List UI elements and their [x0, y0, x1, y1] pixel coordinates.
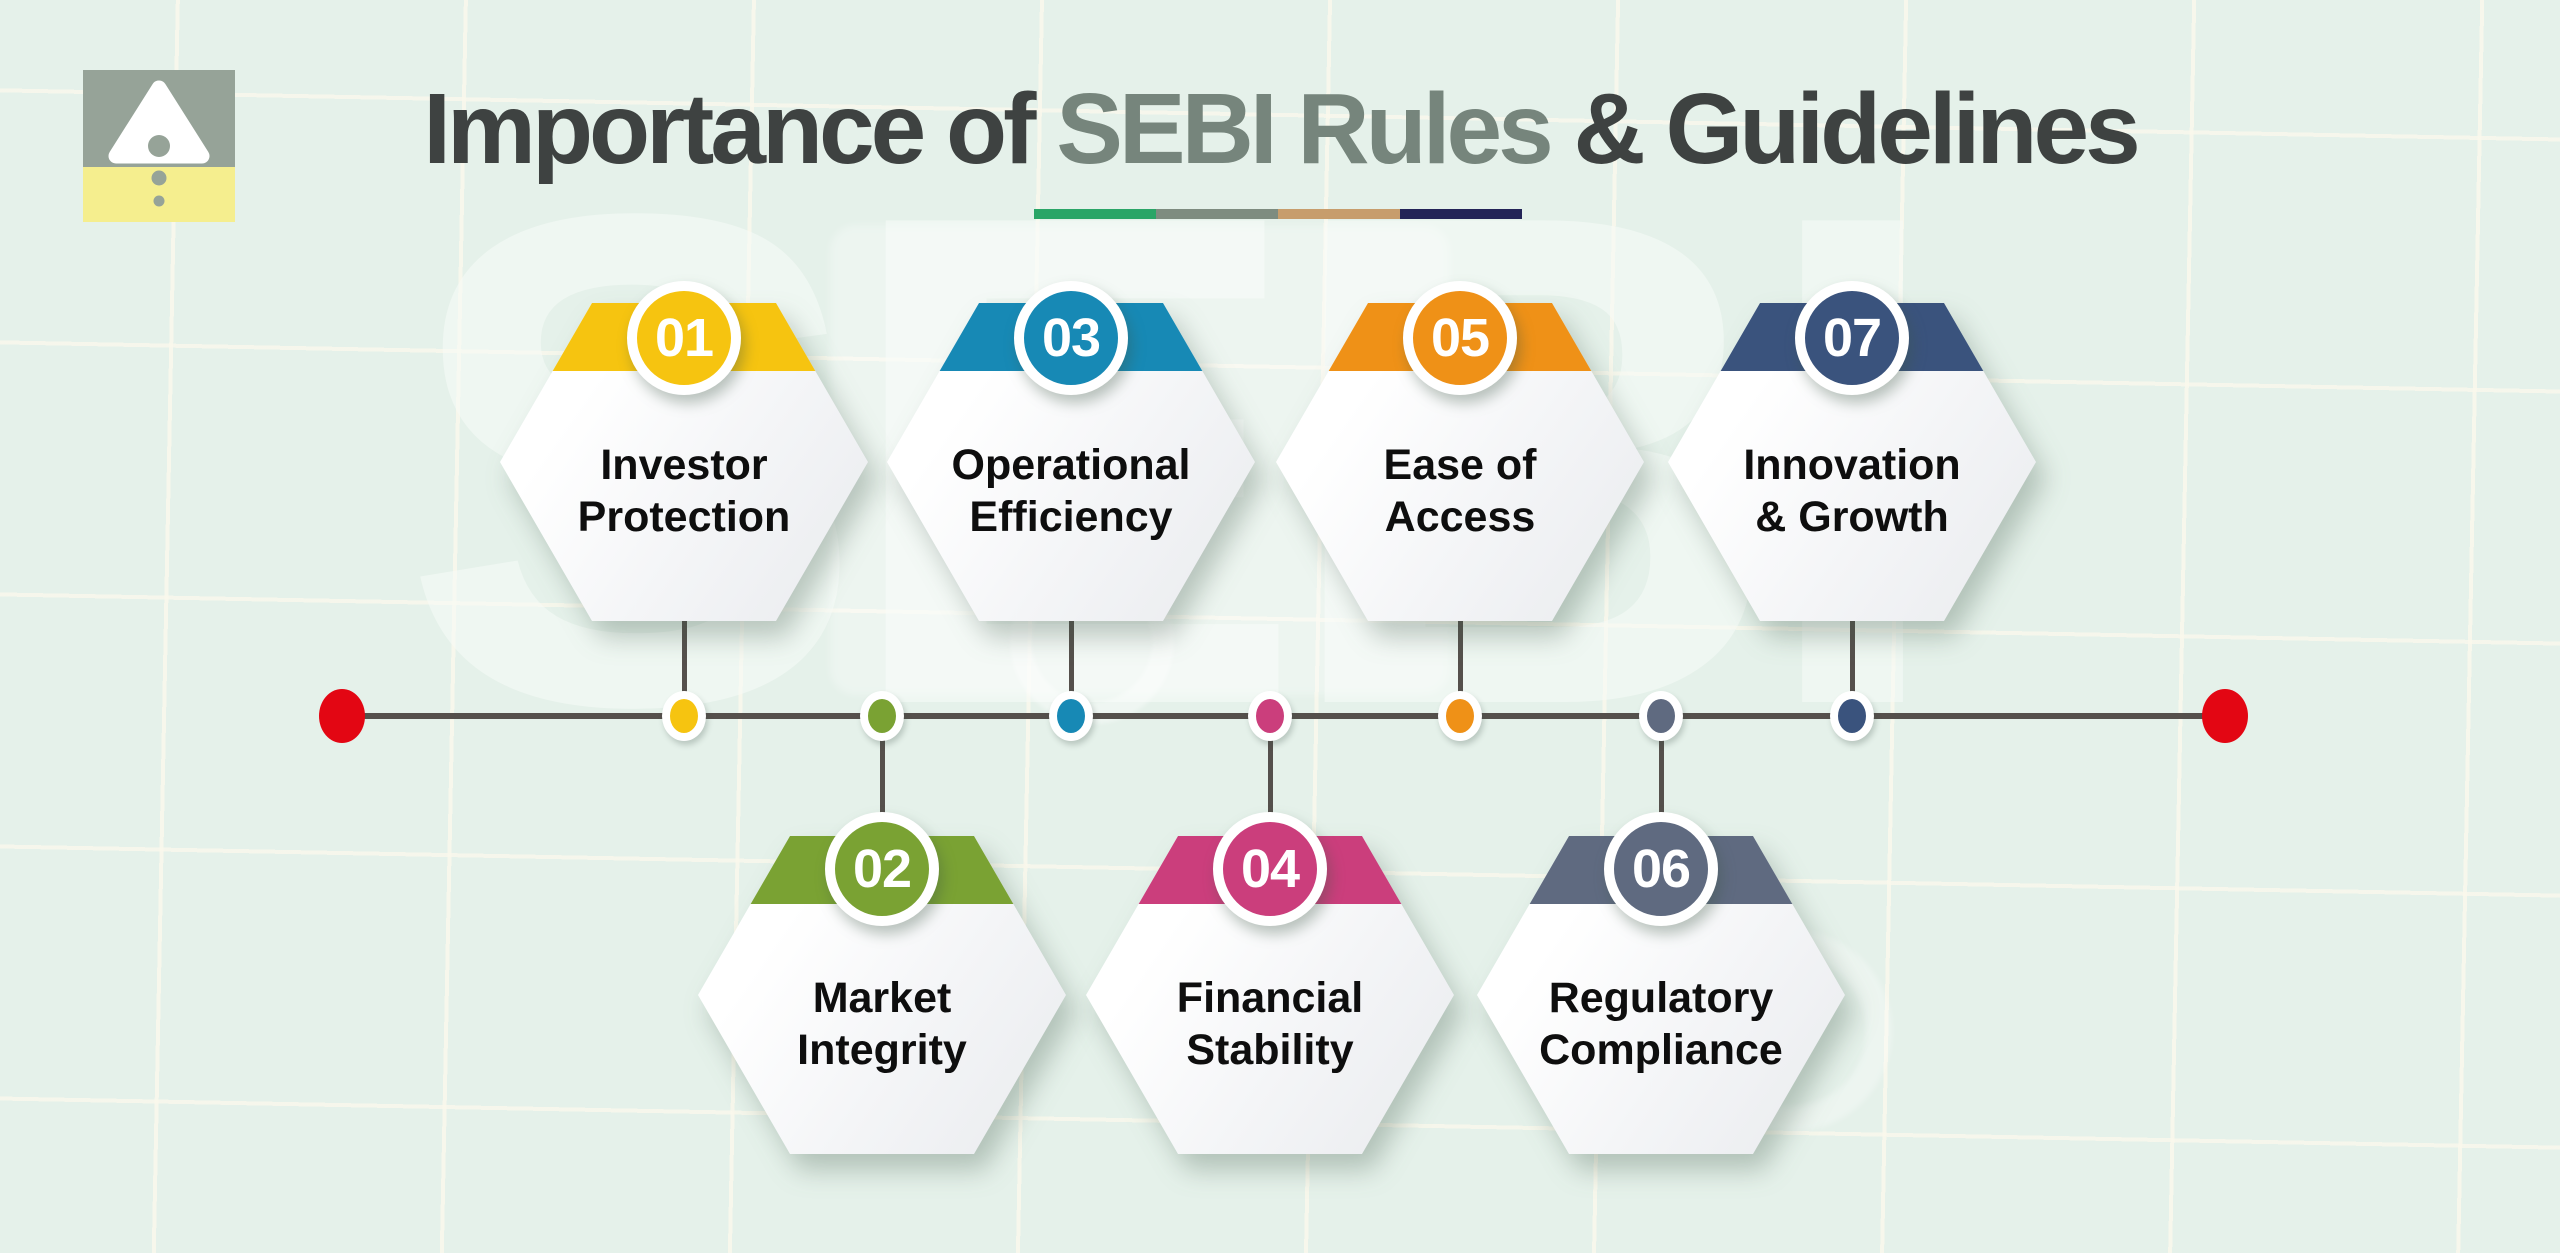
item-label-line: Financial	[1176, 973, 1364, 1022]
item-label-line: Innovation	[1743, 440, 1961, 489]
connector-line	[880, 716, 885, 819]
number-badge: 07	[1795, 281, 1909, 395]
hexagon-color-band	[1276, 303, 1644, 371]
number-badge: 06	[1604, 812, 1718, 926]
hexagon-card: Operational Efficiency	[887, 303, 1255, 621]
hexagon-color-band	[887, 303, 1255, 371]
item-label-line: Protection	[577, 493, 791, 541]
page-title: Importance of SEBI Rules & Guidelines	[0, 72, 2560, 187]
item-label-line: Operational	[951, 440, 1191, 489]
divider-segment	[1278, 209, 1400, 219]
title-highlight: SEBI Rules	[1056, 73, 1553, 185]
hexagon-color-band	[698, 836, 1066, 904]
title-prefix: Importance of	[423, 73, 1057, 185]
item-label-line: Ease of	[1383, 440, 1537, 489]
number-badge: 05	[1403, 281, 1517, 395]
background-watermark-ring	[1010, 560, 1174, 724]
hexagon-color-band	[1086, 836, 1454, 904]
brand-logo	[83, 70, 235, 222]
hexagon-card: Ease of Access	[1276, 303, 1644, 621]
connector-line	[1659, 716, 1664, 819]
badge-number: 07	[1822, 308, 1882, 368]
item-label-line: Regulatory	[1548, 973, 1774, 1022]
item-label: Innovation & Growth	[1668, 303, 2036, 621]
item-label-line: Integrity	[797, 1026, 967, 1074]
divider-segment	[1034, 209, 1156, 219]
badge-number: 01	[654, 308, 714, 368]
background-watermark-card	[830, 225, 1450, 695]
connector-line	[1268, 716, 1273, 819]
divider-segment	[1156, 209, 1278, 219]
connector-line	[1850, 618, 1855, 716]
item-label-line: Compliance	[1539, 1026, 1783, 1074]
hexagon-card: Investor Protection	[500, 303, 868, 621]
title-divider	[1034, 209, 1522, 219]
title-suffix: & Guidelines	[1549, 73, 2141, 185]
hexagon-color-band	[1477, 836, 1845, 904]
hexagon-color-band	[1668, 303, 2036, 371]
connector-line	[682, 618, 687, 716]
badge-number: 02	[852, 839, 912, 899]
item-label: Financial Stability	[1086, 836, 1454, 1154]
item-label-line: Market	[812, 973, 952, 1022]
item-label-line: & Growth	[1755, 493, 1949, 541]
badge-number: 03	[1041, 308, 1101, 368]
hexagon-card: Financial Stability	[1086, 836, 1454, 1154]
badge-number: 06	[1631, 839, 1691, 899]
number-badge: 03	[1014, 281, 1128, 395]
item-label: Regulatory Compliance	[1477, 836, 1845, 1154]
timeline-line	[342, 713, 2225, 719]
connector-line	[1069, 618, 1074, 716]
item-label: Operational Efficiency	[887, 303, 1255, 621]
number-badge: 02	[825, 812, 939, 926]
number-badge: 04	[1213, 812, 1327, 926]
divider-segment	[1400, 209, 1522, 219]
hexagon-card: Regulatory Compliance	[1477, 836, 1845, 1154]
item-label: Ease of Access	[1276, 303, 1644, 621]
badge-number: 05	[1430, 308, 1490, 368]
brand-logo-graphic	[83, 70, 235, 222]
timeline-endpoint-right	[2202, 689, 2248, 743]
number-badge: 01	[627, 281, 741, 395]
item-label: Market Integrity	[698, 836, 1066, 1154]
item-label-line: Access	[1384, 493, 1536, 541]
item-label-line: Investor	[600, 440, 768, 489]
item-label-line: Efficiency	[969, 493, 1173, 541]
item-label: Investor Protection	[500, 303, 868, 621]
hexagon-card: Innovation & Growth	[1668, 303, 2036, 621]
connector-line	[1458, 618, 1463, 716]
hexagon-card: Market Integrity	[698, 836, 1066, 1154]
background-watermark-ring	[1690, 930, 1892, 1132]
timeline-endpoint-left	[319, 689, 365, 743]
hexagon-color-band	[500, 303, 868, 371]
item-label-line: Stability	[1186, 1026, 1354, 1074]
badge-number: 04	[1240, 839, 1300, 899]
